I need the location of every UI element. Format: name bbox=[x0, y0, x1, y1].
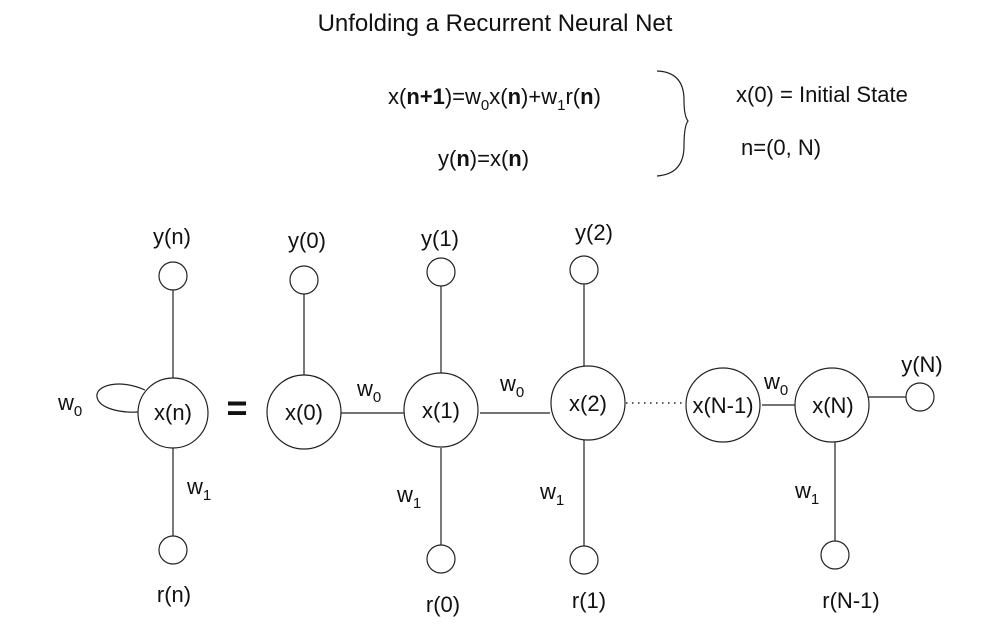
state-label-xn1: x(N-1) bbox=[692, 393, 753, 418]
output-node-y2 bbox=[569, 255, 599, 285]
output-node-yn bbox=[905, 382, 935, 412]
output-label-yn: y(N) bbox=[901, 352, 943, 377]
state-node-x2 bbox=[550, 365, 626, 441]
state-label-x2: x(2) bbox=[569, 391, 607, 416]
output-node-y1 bbox=[426, 257, 456, 287]
time-range-condition: n=(0, N) bbox=[741, 135, 821, 160]
input-node-r0 bbox=[426, 544, 456, 574]
input-label-r0: r(0) bbox=[426, 592, 460, 617]
input-label-rn1: r(N-1) bbox=[822, 588, 879, 613]
folded-output-label: y(n) bbox=[153, 224, 191, 249]
output-node-y0 bbox=[289, 265, 319, 295]
recurrent-weight-x1-x2: w0 bbox=[499, 371, 524, 401]
output-label-y1: y(1) bbox=[421, 226, 459, 251]
diagram-title: Unfolding a Recurrent Neural Net bbox=[318, 10, 673, 37]
state-update-equation: x(n+1)=w0x(n)+w1r(n) bbox=[388, 84, 601, 114]
input-weight-rn1-xn: w1 bbox=[794, 478, 819, 508]
folded-self-loop bbox=[96, 383, 146, 413]
state-label-xn: x(N) bbox=[812, 393, 854, 418]
folded-input-label: r(n) bbox=[157, 582, 191, 607]
output-label-y0: y(0) bbox=[288, 228, 326, 253]
state-label-x0: x(0) bbox=[285, 400, 323, 425]
input-label-r1: r(1) bbox=[572, 588, 606, 613]
input-weight-r0-x1: w1 bbox=[396, 482, 421, 512]
folded-state-node bbox=[137, 377, 209, 449]
folded-state-label: x(n) bbox=[154, 400, 192, 425]
state-node-x0 bbox=[266, 374, 342, 450]
state-label-x1: x(1) bbox=[422, 398, 460, 423]
state-node-xn1 bbox=[685, 367, 761, 443]
equals-sign: = bbox=[226, 387, 247, 428]
state-node-x1 bbox=[403, 372, 479, 448]
output-equation: y(n)=x(n) bbox=[438, 146, 529, 171]
curly-brace bbox=[656, 70, 689, 177]
input-node-rn1 bbox=[820, 540, 850, 570]
folded-recurrent-weight: w0 bbox=[57, 390, 82, 420]
recurrent-weight-xn1-xn: w0 bbox=[763, 369, 788, 399]
output-label-y2: y(2) bbox=[575, 220, 613, 245]
folded-input-weight: w1 bbox=[186, 474, 211, 504]
folded-input-node bbox=[158, 535, 188, 565]
recurrent-weight-x0-x1: w0 bbox=[356, 376, 381, 406]
input-weight-r1-x2: w1 bbox=[539, 479, 564, 509]
initial-state-condition: x(0) = Initial State bbox=[736, 82, 908, 107]
state-node-xn bbox=[794, 367, 870, 443]
input-node-r1 bbox=[569, 545, 599, 575]
folded-output-node bbox=[158, 261, 188, 291]
